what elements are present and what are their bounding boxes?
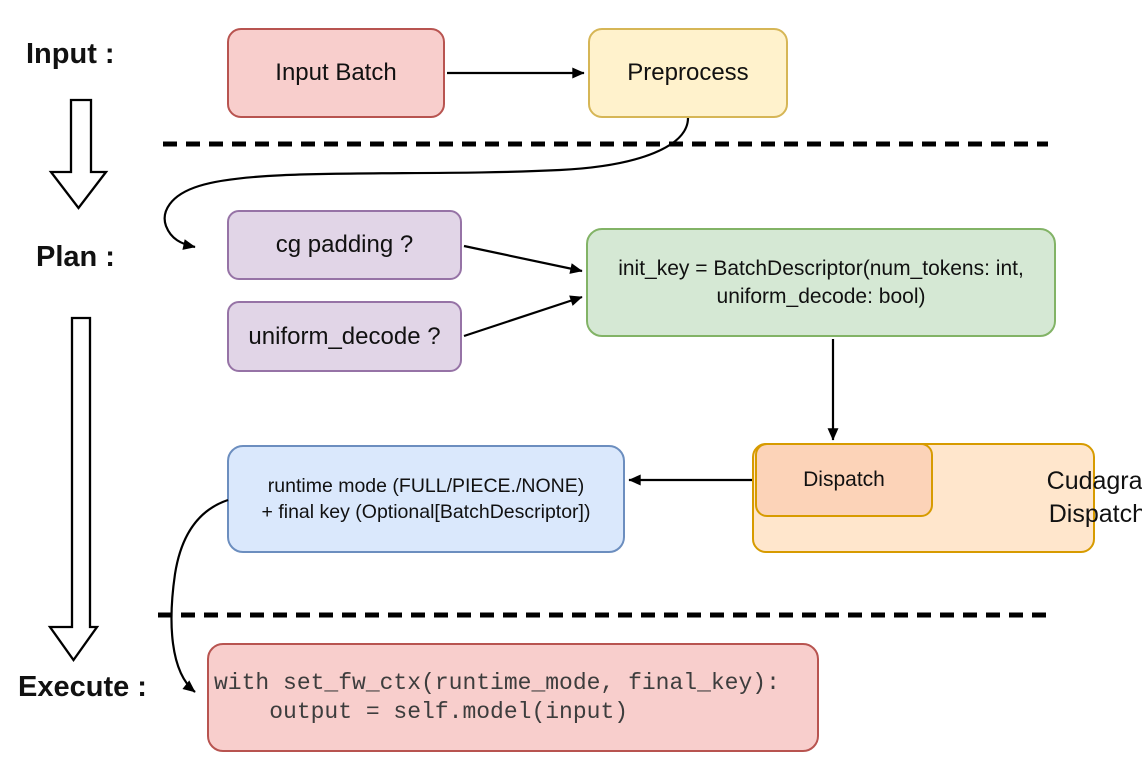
- node-cg-padding-label: cg padding ?: [275, 231, 414, 258]
- hollow-arrow-input-to-plan: [48, 98, 109, 210]
- node-init-key-line1: init_key = BatchDescriptor(num_tokens: i…: [618, 256, 1024, 280]
- node-init-key: init_key = BatchDescriptor(num_tokens: i…: [586, 228, 1056, 337]
- code-line1: with set_fw_ctx(runtime_mode, final_key)…: [214, 669, 780, 696]
- node-dispatch: Dispatch: [755, 443, 933, 517]
- hollow-arrow-plan-to-execute: [47, 316, 100, 662]
- section-label-plan: Plan :: [36, 241, 115, 273]
- node-cudagraph-line1: Cudagraph: [1046, 467, 1142, 495]
- node-init-key-line2: uniform_decode: bool): [716, 284, 926, 308]
- node-uniform-decode: uniform_decode ?: [227, 301, 462, 372]
- node-input-batch-label: Input Batch: [275, 59, 397, 86]
- node-execute-code: with set_fw_ctx(runtime_mode, final_key)…: [207, 643, 819, 752]
- node-input-batch: Input Batch: [227, 28, 445, 118]
- node-dispatch-label: Dispatch: [803, 468, 885, 491]
- code-line2: output = self.model(input): [214, 698, 629, 725]
- section-label-input: Input :: [26, 38, 115, 70]
- node-cudagraph-line2: Dispatcher: [1048, 500, 1142, 528]
- arrow-cgpadding-to-initkey: [463, 244, 583, 274]
- node-cg-padding: cg padding ?: [227, 210, 462, 280]
- node-preprocess-label: Preprocess: [627, 59, 749, 86]
- node-runtime-result: runtime mode (FULL/PIECE./NONE) + final …: [227, 445, 625, 553]
- section-label-execute: Execute :: [18, 671, 147, 703]
- node-uniform-decode-label: uniform_decode ?: [248, 322, 441, 350]
- node-runtime-line2: + final key (Optional[BatchDescriptor]): [261, 501, 591, 523]
- arrow-uniformdecode-to-initkey: [463, 295, 583, 338]
- node-preprocess: Preprocess: [588, 28, 788, 118]
- node-runtime-line1: runtime mode (FULL/PIECE./NONE): [267, 475, 585, 497]
